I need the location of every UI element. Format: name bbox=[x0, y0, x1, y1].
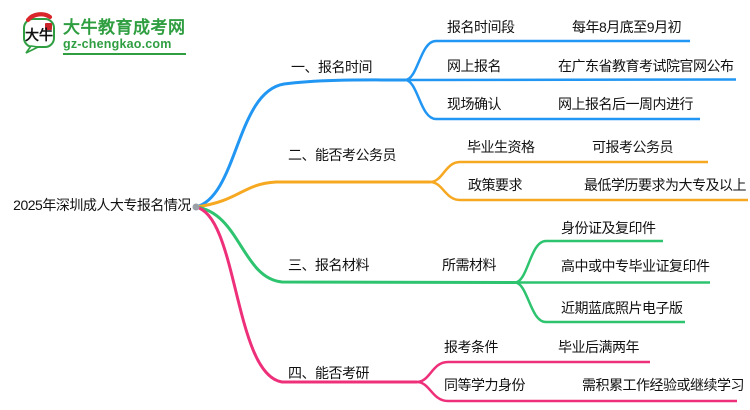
branch-1-label: 一、报名时间 bbox=[291, 59, 373, 75]
site-domain-link[interactable]: gz-chengkao.com bbox=[63, 37, 186, 55]
branch-1-row-2-value: 在广东省教育考试院官网公布 bbox=[558, 58, 734, 74]
branch-4-main-curve bbox=[195, 205, 417, 384]
branch-2-row-1-key: 毕业生资格 bbox=[467, 139, 535, 155]
logo-characters: 大牛 bbox=[25, 27, 53, 44]
branch-3-leaf-3: 近期蓝底照片电子版 bbox=[561, 300, 683, 316]
branch-4-row-2-line bbox=[416, 380, 737, 403]
bull-speech-bubble-icon: 大牛 bbox=[23, 12, 55, 54]
branch-1-row-3-key: 现场确认 bbox=[447, 96, 502, 112]
branch-1-row-2-key: 网上报名 bbox=[447, 58, 502, 74]
red-arc bbox=[25, 12, 53, 23]
branch-1-row-1-line bbox=[404, 39, 690, 82]
branch-3-leaf-1-line bbox=[514, 239, 663, 284]
root-topic: 2025年深圳成人大专报名情况 bbox=[13, 197, 191, 213]
branch-4-row-2-value: 需积累工作经验或继续学习 bbox=[582, 377, 745, 393]
branch-4-label: 四、能否考研 bbox=[288, 365, 370, 381]
branch-1-main-curve bbox=[195, 78, 406, 209]
branch-2-row-2-line bbox=[429, 180, 748, 202]
branch-1-row-3-line bbox=[404, 78, 700, 121]
branch-2-row-2-value: 最低学历要求为大专及以上 bbox=[584, 177, 747, 193]
branch-2-row-1-value: 可报考公务员 bbox=[592, 139, 674, 155]
branch-3-leaf-1: 身份证及复印件 bbox=[561, 220, 656, 236]
branch-1-row-3-value: 网上报名后一周内进行 bbox=[558, 96, 694, 112]
branch-3-leaf-3-line bbox=[514, 281, 685, 324]
bubble-tail bbox=[25, 45, 41, 54]
branch-1-row-1-value: 每年8月底至9月初 bbox=[572, 19, 682, 35]
branch-4-row-1-value: 毕业后满两年 bbox=[558, 339, 640, 355]
branch-3-key: 所需材料 bbox=[442, 257, 497, 273]
root-anchor-point bbox=[192, 203, 200, 211]
branch-4-row-2-key: 同等学力身份 bbox=[444, 377, 526, 393]
branch-3-main-curve bbox=[195, 205, 516, 284]
branch-1-row-2-line bbox=[404, 78, 737, 82]
branch-3-leaf-2: 高中或中专毕业证复印件 bbox=[561, 258, 710, 274]
branch-1-row-1-key: 报名时间段 bbox=[447, 19, 515, 35]
branch-2-main-curve bbox=[195, 180, 430, 209]
red-seal-stamp bbox=[45, 23, 52, 30]
site-logo[interactable]: 大牛 大牛教育成考网 gz-chengkao.com bbox=[22, 12, 186, 55]
branch-4-row-1-key: 报考条件 bbox=[444, 339, 499, 355]
branch-3-label: 三、报名材料 bbox=[288, 257, 370, 273]
branch-2-row-2-key: 政策要求 bbox=[468, 177, 523, 193]
site-name: 大牛教育成考网 bbox=[63, 18, 186, 37]
branch-2-label: 二、能否考公务员 bbox=[288, 147, 397, 163]
